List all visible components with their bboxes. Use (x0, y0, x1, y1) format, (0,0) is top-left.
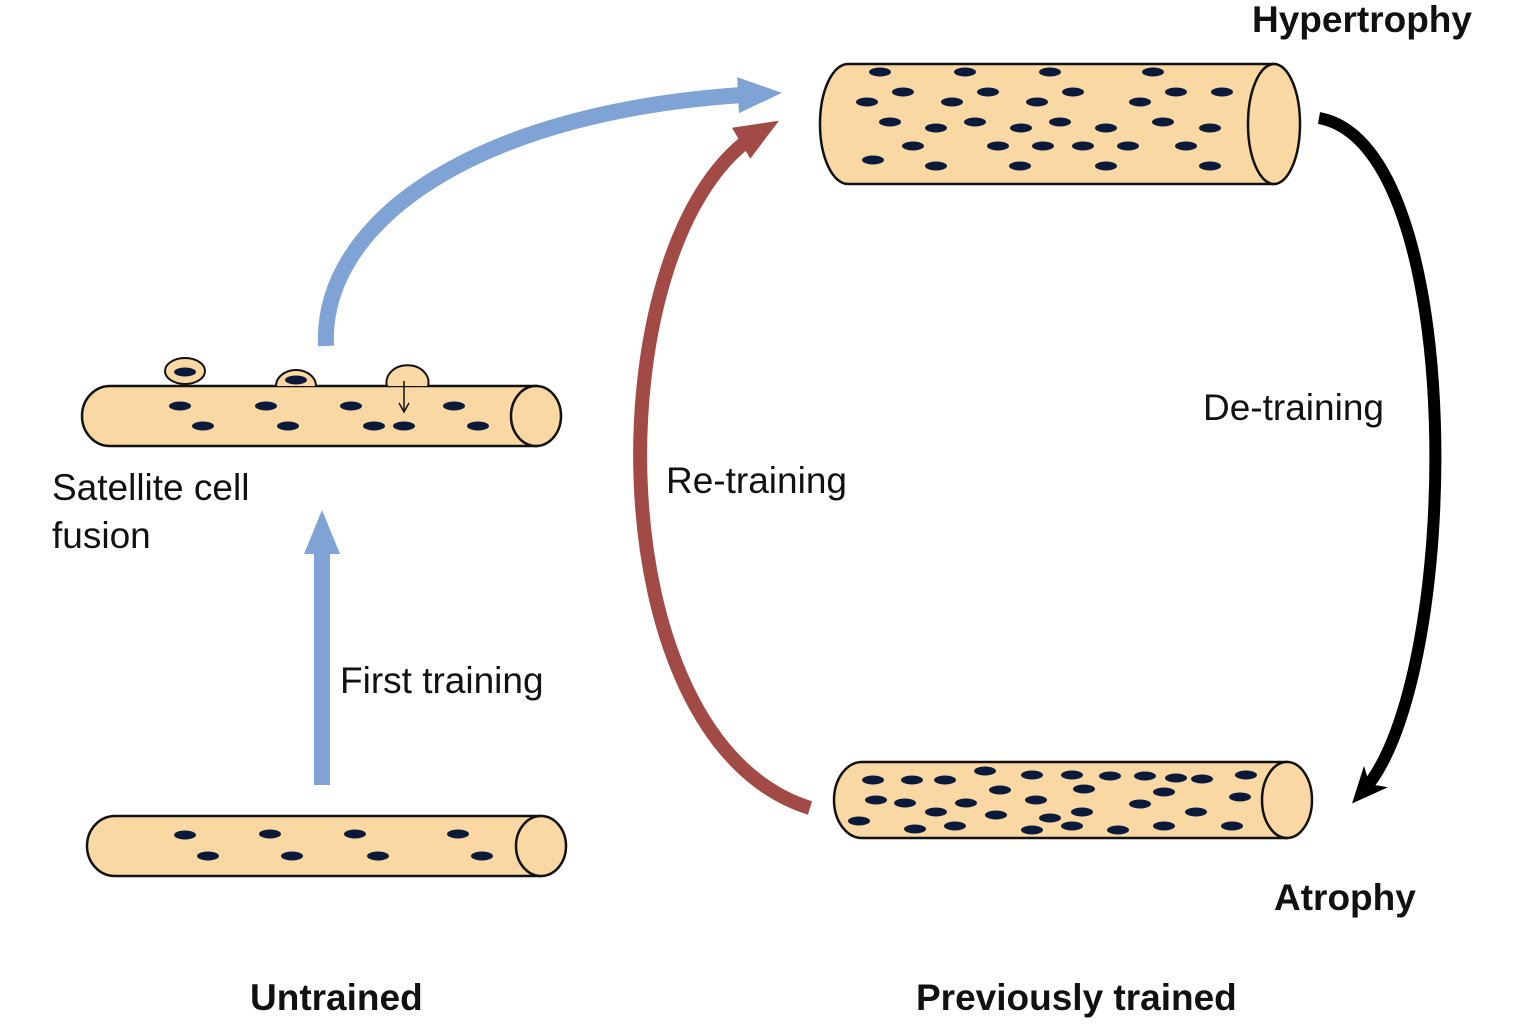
atrophy-nuclei (848, 766, 1257, 835)
satellite-nuclei (169, 401, 489, 431)
untrained-fiber-body (85, 814, 543, 878)
atrophy-fiber-end (1260, 760, 1314, 840)
untrained-fiber-end (514, 814, 568, 878)
hypertrophy-fiber-body (818, 62, 1276, 186)
untrained-label: Untrained (250, 977, 423, 1018)
atrophy-fiber (832, 760, 1314, 840)
untrained-nuclei (174, 829, 493, 861)
first-training-label: First training (340, 660, 544, 701)
hypertrophy-fiber-end (1246, 62, 1302, 186)
re-training-label: Re-training (666, 460, 847, 501)
atrophy-label: Atrophy (1274, 877, 1416, 918)
satellite-cell-label-line2: fusion (52, 515, 151, 556)
satellite-cell-fusing (385, 364, 430, 387)
untrained-fiber (85, 814, 568, 878)
de-training-arrow (1317, 112, 1442, 804)
satellite-fiber (80, 357, 563, 448)
satellite-cell-label-line1: Satellite cell (52, 467, 249, 508)
hypertrophy-nuclei (856, 67, 1233, 171)
hypertrophy-label: Hypertrophy (1252, 0, 1472, 40)
re-training-arrow (633, 120, 813, 815)
de-training-label: De-training (1203, 387, 1384, 428)
hypertrophy-fiber (818, 62, 1302, 186)
previously-trained-label: Previously trained (916, 977, 1237, 1018)
satellite-fiber-end (509, 384, 563, 448)
satellite-fiber-body (80, 384, 538, 448)
satellite-cells (164, 357, 430, 414)
hypertrophy-arrow (317, 77, 782, 347)
